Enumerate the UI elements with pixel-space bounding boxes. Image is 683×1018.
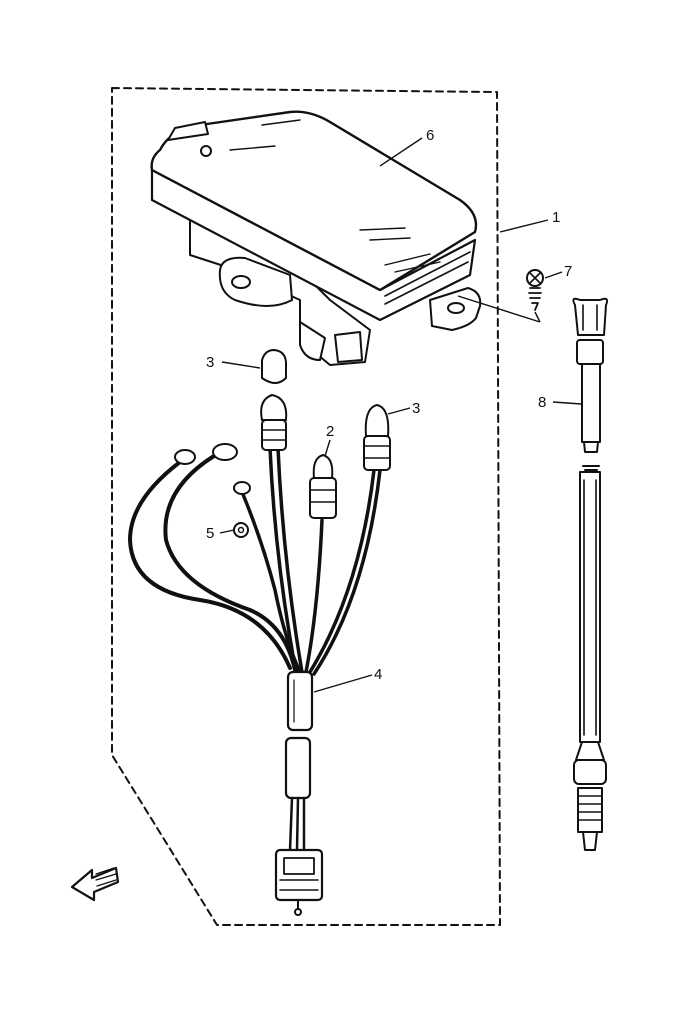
bulb-cap-part-3 — [261, 349, 287, 384]
callout-4: 4 — [374, 666, 382, 683]
nut-part-5 — [233, 522, 249, 538]
leader-6 — [379, 137, 423, 167]
leader-2 — [324, 439, 331, 457]
leader-1 — [499, 219, 549, 233]
leader-5 — [219, 529, 235, 534]
leader-4 — [313, 674, 373, 693]
assembly-boundary — [111, 87, 501, 926]
wire-harness-part-4 — [128, 394, 391, 916]
front-arrow-icon — [70, 866, 120, 902]
callout-8: 8 — [538, 394, 546, 411]
callout-2: 2 — [326, 423, 334, 440]
callout-6: 6 — [426, 127, 434, 144]
bulb-part-2 — [312, 454, 334, 479]
leader-3b — [387, 407, 411, 415]
callout-1: 1 — [552, 209, 560, 226]
callout-5: 5 — [206, 525, 214, 542]
meter-cable-part-8 — [572, 297, 609, 851]
leader-3a — [221, 361, 261, 369]
leader-screw-to-housing — [457, 295, 541, 323]
screw-part-7 — [526, 269, 544, 311]
callout-3b: 3 — [412, 400, 420, 417]
callout-7: 7 — [564, 263, 572, 280]
leader-7 — [544, 271, 563, 279]
callout-3a: 3 — [206, 354, 214, 371]
leader-8 — [552, 401, 582, 405]
meter-housing — [150, 110, 482, 366]
